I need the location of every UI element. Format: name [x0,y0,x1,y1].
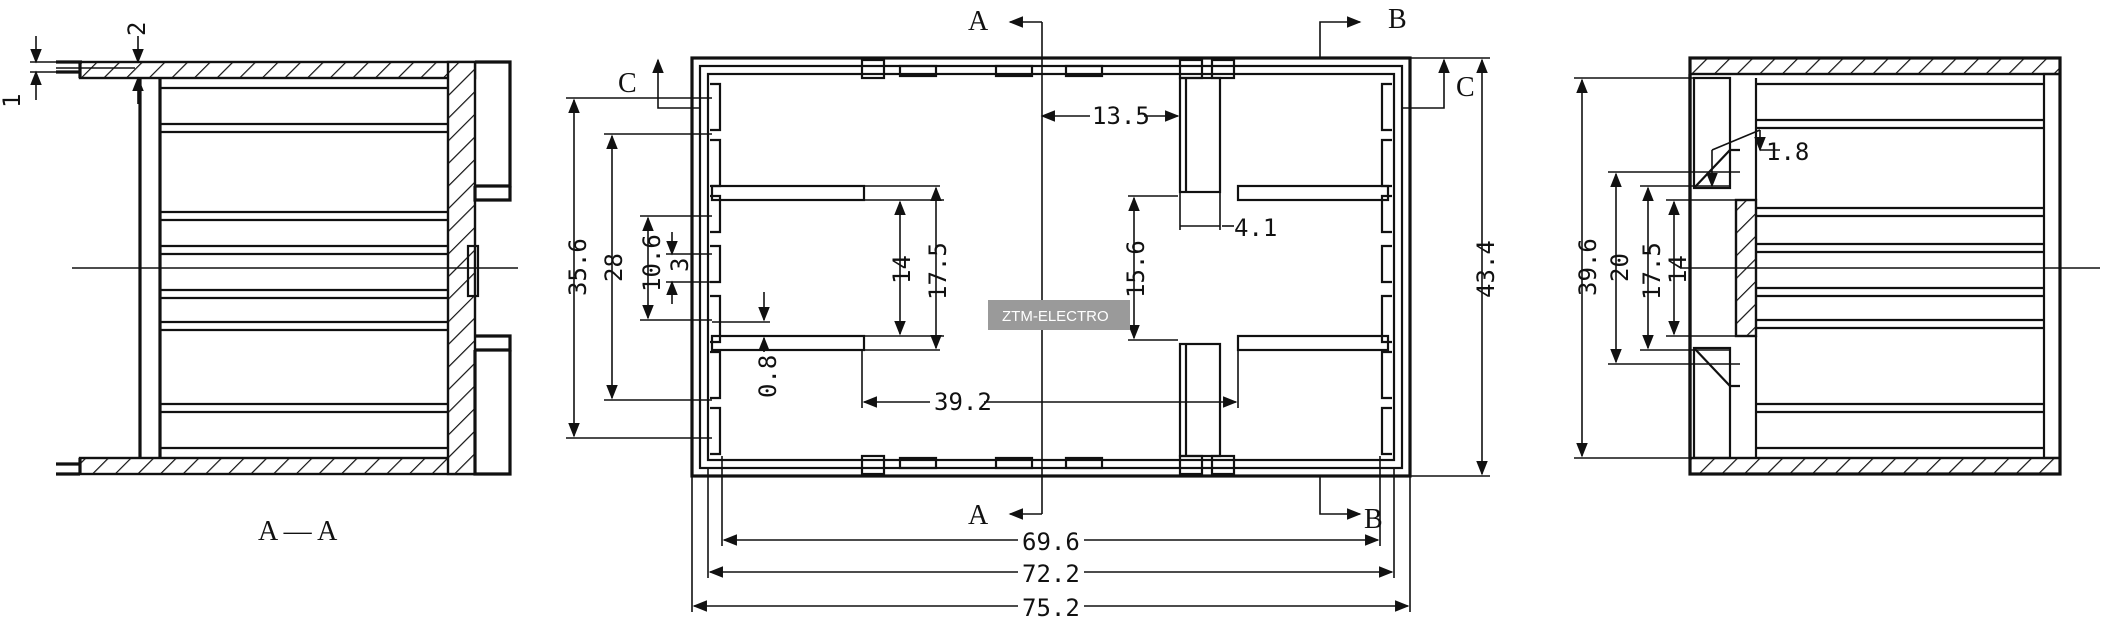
dim-right-14-label: 14 [1664,255,1692,284]
dim-43-4-label: 43.4 [1472,240,1500,298]
section-marker-b-bottom: B [1364,504,1383,535]
dim-right-17-5: 17.5 [1638,185,1730,351]
watermark-text: ZTM-ELECTRO [1002,308,1109,325]
dim-4-1: 4.1 [1179,192,1277,242]
dim-28-label: 28 [600,253,628,282]
dim-15-6-label: 15.6 [1122,240,1150,298]
post-upper [1178,76,1222,194]
section-marker-a-bottom: A [968,500,989,531]
dim-43-4: 43.4 [1410,57,1500,477]
dim-0-8: 0.8 [712,292,782,398]
dim-13-5-label: 13.5 [1092,102,1150,130]
left-wall-slots [710,82,722,456]
dim-right-17-5-label: 17.5 [1638,242,1666,300]
dim-39-2: 39.2 [861,350,1239,416]
dim-20-label: 20 [1606,253,1634,282]
dim-0-8-label: 0.8 [754,355,782,398]
dim-3-label: 3 [666,258,694,272]
dim-13-5: 13.5 [1040,102,1180,130]
dim-35-6: 35.6 [564,97,712,439]
dim-20: 20 [1606,171,1740,365]
dim-14-label: 14 [888,255,916,284]
dim-1-8-label: 1.8 [1766,138,1809,166]
bottom-notches [860,454,1236,476]
dim-15-6: 15.6 [1122,195,1178,341]
outer-outline [690,56,1412,478]
dim-69-6: 69.6 [721,456,1381,556]
dim-72-2: 72.2 [707,468,1395,588]
dim-14-17-5: 14 17.5 [864,185,952,351]
right-bottom-wall-hatch [1688,456,2062,476]
top-notches [860,58,1236,80]
watermark-box [988,300,1130,330]
right-wall-slots [1380,82,1392,456]
dim-1-label: 1 [0,94,26,108]
dim-10-6-label: 10.6 [638,234,666,292]
dim-left-top: 1 2 [0,22,151,108]
bottom-wall-hatch [78,456,477,476]
dim-10-6: 10.6 [638,215,712,321]
dim-75-2: 75.2 [691,476,1411,622]
top-wall-hatch [78,60,477,80]
dim-right-14: 14 [1664,199,1736,337]
dim-72-2-label: 72.2 [1022,560,1080,588]
dim-39-6-label: 39.6 [1574,238,1602,296]
dim-3: 3 [666,232,712,304]
section-marker-a-top: A [968,6,989,37]
section-label: A — A [258,516,338,547]
top-view-center: A A B B C C 35.6 28 [564,4,1500,622]
dim-28: 28 [600,133,712,401]
dim-17-5-label: 17.5 [924,242,952,300]
rib-lower-left [710,334,866,352]
dim-35-6-label: 35.6 [564,238,592,296]
rib-lower-right [1236,334,1390,352]
rib-upper-left [710,184,866,202]
rib-upper-right [1236,184,1390,202]
section-marker-c-right: C [1456,72,1475,103]
dim-75-2-label: 75.2 [1022,594,1080,622]
dim-1-8: 1.8 [1706,129,1809,188]
dim-39-2-label: 39.2 [934,388,992,416]
section-view-left: 1 2 A — A [0,22,518,547]
section-marker-c-left: C [618,68,637,99]
dim-2-label: 2 [123,22,151,36]
rib-lines [160,86,448,450]
post-lower [1178,342,1222,458]
dim-69-6-label: 69.6 [1022,528,1080,556]
right-top-wall-hatch [1688,56,2062,76]
dim-39-6: 39.6 [1574,77,1694,459]
side-view-right: 39.6 20 17.5 14 1.8 [1574,56,2100,476]
dim-4-1-label: 4.1 [1234,214,1277,242]
section-marker-b-top: B [1388,4,1407,35]
right-rib-lines [1756,82,2044,450]
